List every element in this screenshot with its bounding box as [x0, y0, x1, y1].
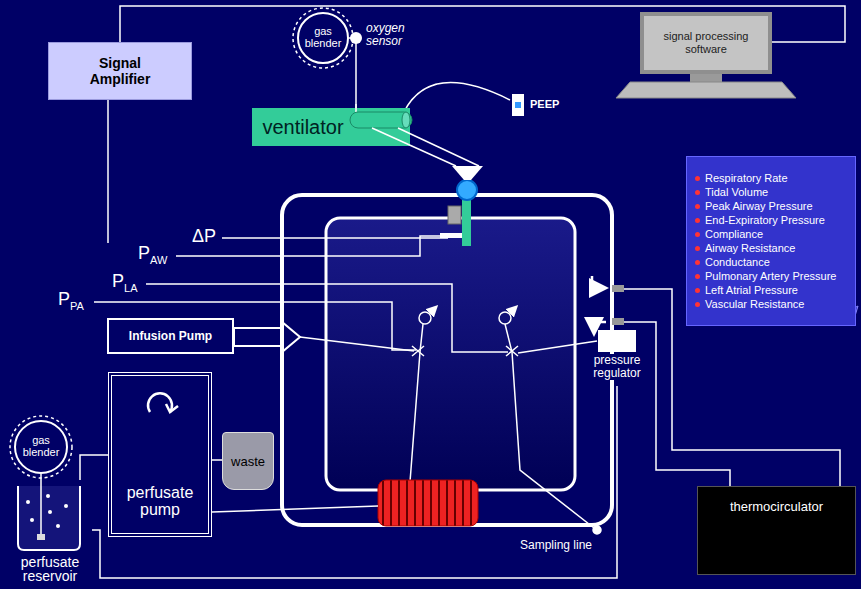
gas-blender-circle: gas blender [14, 420, 68, 474]
pressure-regulator: pressure regulator [588, 330, 646, 386]
node-text: gas blender [299, 26, 347, 49]
thermocirculator-box: thermocirculator [697, 486, 856, 575]
signal-subscript: AW [150, 254, 167, 266]
vascular-cannulas [300, 307, 601, 534]
node-text: gas blender [16, 435, 66, 458]
amplifier-box: Signal Amplifier [48, 42, 192, 100]
signal-name: P [138, 243, 150, 263]
node-text: Infusion Pump [129, 329, 212, 343]
node-text: ventilator [262, 116, 343, 139]
bullet-dot [695, 302, 700, 307]
perfusate-reservoir-beaker [18, 480, 80, 550]
tube-connector [40, 474, 42, 480]
bullet-dot [695, 232, 700, 237]
sensor-label: oxygen sensor [366, 21, 405, 48]
gas-blender-rings [10, 8, 353, 478]
parameter-name: Pulmonary Artery Pressure [705, 269, 836, 283]
bullet-dot [695, 176, 700, 181]
tube-connector [349, 38, 356, 108]
label-group: PAW [138, 243, 167, 264]
parameter-name: Conductance [705, 255, 770, 269]
infusion-arrow [234, 322, 300, 352]
signal-name: ΔP [192, 226, 216, 246]
bullet-dot [695, 190, 700, 195]
label-group: Sampling line [520, 538, 592, 552]
parameter-name: Tidal Volume [705, 185, 768, 199]
signal-name: P [112, 271, 124, 291]
pump-rotor-icon [148, 393, 178, 412]
node-text: thermocirculator [730, 499, 823, 514]
bullet-dot [695, 274, 700, 279]
parameter-name: End-Expiratory Pressure [705, 213, 825, 227]
list-item: Compliance [695, 227, 763, 241]
parameter-name: Airway Resistance [705, 241, 795, 255]
list-item: End-Expiratory Pressure [695, 213, 825, 227]
bullet-dot [695, 260, 700, 265]
list-item: Left Atrial Pressure [695, 283, 798, 297]
node-text: signal processing software [646, 30, 766, 55]
node-text: pressure regulator [588, 354, 646, 380]
peep-valve [404, 83, 524, 116]
tube-connector [80, 455, 108, 480]
tube-connector [212, 459, 222, 461]
gas-blender-circle: gas blender [297, 12, 349, 64]
perfusion-chamber [282, 195, 612, 525]
parameter-name: Compliance [705, 227, 763, 241]
tracheal-cannula [440, 180, 477, 246]
parameter-name: Left Atrial Pressure [705, 283, 798, 297]
node-text: perfusate reservoir [8, 555, 92, 584]
signal-subscript: LA [124, 282, 137, 294]
computer-monitor: signal processing software [640, 12, 772, 74]
sampling-label: Sampling line [520, 538, 592, 552]
regulator-body [598, 330, 636, 352]
waste-beaker: waste [222, 432, 274, 490]
label-group: PEEP [530, 98, 559, 110]
computer-base [616, 74, 796, 98]
peep-label: PEEP [530, 98, 559, 110]
label-group: oxygen sensor [366, 22, 424, 48]
label-group: ΔP [192, 226, 216, 247]
bullet-dot [695, 204, 700, 209]
coil-tube [212, 506, 378, 512]
bullet-dot [695, 288, 700, 293]
list-item: Peak Airway Pressure [695, 199, 813, 213]
perfusate-pump-box: perfusate pump [108, 372, 212, 537]
list-item: Vascular Resistance [695, 297, 804, 311]
bullet-dot [695, 218, 700, 223]
label-group: PPA [58, 289, 84, 310]
tube-connector [92, 386, 617, 578]
signal-subscript: PA [70, 300, 84, 312]
parameter-name: Vascular Resistance [705, 297, 804, 311]
parameter-list: Respiratory RateTidal VolumePeak Airway … [686, 156, 856, 326]
list-item: Airway Resistance [695, 241, 795, 255]
list-item: Pulmonary Artery Pressure [695, 269, 836, 283]
list-item: Conductance [695, 255, 770, 269]
thermo-lines [592, 276, 840, 486]
node-text: Signal Amplifier [80, 55, 160, 87]
list-item: Tidal Volume [695, 185, 768, 199]
parameter-name: Respiratory Rate [705, 171, 788, 185]
node-text: waste [231, 454, 265, 469]
ventilator-box: ventilator [252, 108, 410, 146]
heat-exchanger-coil [378, 480, 478, 526]
list-item: Respiratory Rate [695, 171, 788, 185]
perfusate-reservoir: perfusate reservoir [8, 480, 92, 586]
infusion-pump-box: Infusion Pump [107, 318, 234, 354]
signal-wires [94, 100, 508, 352]
bullet-dot [695, 246, 700, 251]
node-text: perfusate pump [112, 484, 208, 519]
label-group: PLA [112, 271, 137, 292]
signal-name: P [58, 289, 70, 309]
parameter-name: Peak Airway Pressure [705, 199, 813, 213]
